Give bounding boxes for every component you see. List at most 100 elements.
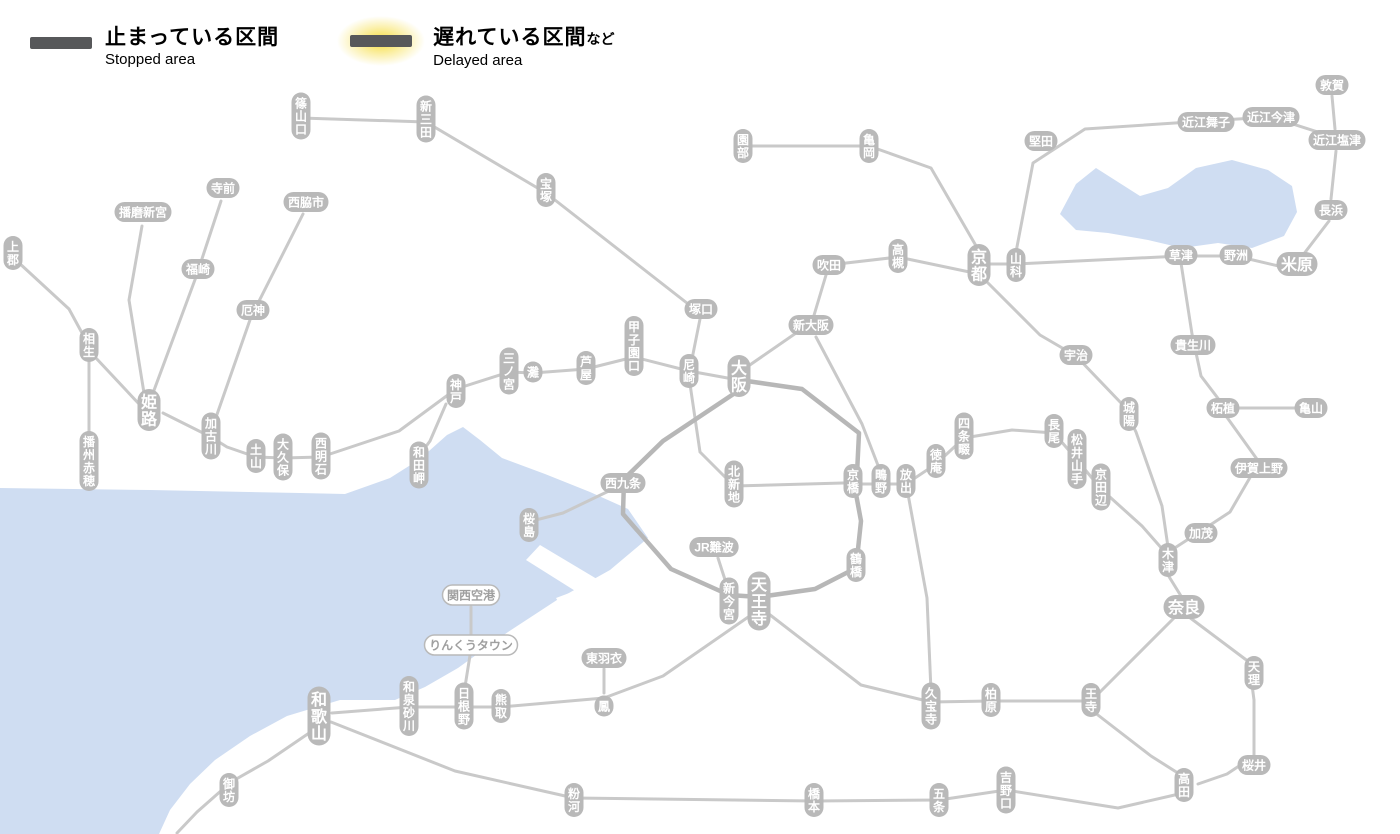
station-label: 厄神 [241,302,265,317]
station-pill: 京田辺 [1091,463,1111,511]
legend: 止まっている区間 Stopped area 遅れている区間など Delayed … [0,16,614,71]
station-label: 貴生川 [1175,337,1211,352]
station-pill: 新大阪 [788,315,834,335]
station-pill-bg [114,202,172,222]
station-label: 亀 [863,132,875,147]
station-pill: 宇治 [1059,345,1093,365]
station-label: 原 [985,700,997,714]
station-pill: 上郡 [3,236,23,270]
station-pill: 北新地 [724,460,744,508]
station-pill: りんくうタウン [423,634,519,656]
station-label: 石 [314,462,327,476]
station-pill: 西脇市 [283,192,329,212]
station-label: 久 [277,449,290,464]
station-label: 理 [1248,673,1260,687]
station-label: 天 [1248,660,1261,674]
station-label: 播磨新宮 [119,204,167,219]
station-pill: 三ノ宮 [499,347,519,395]
station-pill: 塚口 [684,299,718,319]
station-label: 岡 [863,146,875,160]
station-label: 野 [458,712,470,726]
station-label: 寺 [1085,699,1097,714]
station-pill-bg [594,695,614,717]
station-label: 篠 [295,95,308,110]
station-label: 和 [311,690,327,709]
station-pill: 鶴橋 [846,548,866,582]
station-pill: 亀岡 [859,129,879,163]
station-pill-bg [788,315,834,335]
station-pill-bg [747,571,771,631]
kizu-nara-line [1166,573,1183,598]
station-pill: 和田岬 [409,441,429,489]
station-label: 都 [970,264,987,283]
station-pill-bg [624,316,644,376]
station-pill: 五条 [929,783,949,817]
station-label: 口 [295,122,307,136]
station-pill-bg [236,300,270,320]
station-label: 近江塩津 [1313,132,1361,147]
station-label: 陽 [1123,414,1135,428]
station-label: 宝 [925,698,937,713]
station-label: 和 [402,679,415,694]
station-pill: 亀山 [1294,398,1328,418]
station-label: 城 [1123,400,1135,415]
station-label: 桜 [523,511,535,526]
station-pill: 敦賀 [1315,75,1349,95]
bay-land-strip [556,574,630,614]
station-pill: 長尾 [1044,414,1064,448]
station-label: 川 [204,442,217,456]
station-pill-bg [1164,245,1198,265]
station-pill: 東羽衣 [581,648,627,668]
station-pill: 西九条 [600,473,646,493]
station-label: 高 [892,242,904,257]
station-pill: 灘 [523,361,543,383]
station-pill: 鳳 [594,695,614,717]
station-pill: 野洲 [1219,245,1253,265]
station-label: 和 [412,444,425,459]
station-pill-bg [206,178,240,198]
station-label: 土 [250,442,262,457]
station-label: 柘植 [1210,400,1235,415]
delayed-label-main: 遅れている区間 [433,26,587,49]
legend-item-delayed: 遅れている区間など Delayed area [337,16,614,71]
station-label: 奈良 [1167,598,1200,617]
station-label: 鳳 [598,698,610,713]
station-pill-bg [1158,543,1178,577]
station-pill-bg [3,236,23,270]
station-label: 灘 [527,364,539,379]
station-pill: 放出 [896,464,916,498]
station-pill-bg [1294,398,1328,418]
station-pill-bg [291,92,311,140]
station-pill-bg [1206,398,1240,418]
station-label: 塚口 [689,302,713,316]
station-pill: 神戸 [446,374,466,408]
osaka-bay-water [0,427,648,834]
station-label: 吹田 [817,257,841,272]
station-label: 鶴 [850,551,862,566]
station-pill-bg [888,239,908,273]
station-label: 加 [204,415,217,430]
station-pill: 御坊 [219,773,239,807]
station-label: 宮 [503,376,515,391]
station-label: 島 [523,524,535,539]
station-label: 路 [141,409,158,428]
station-pill: 京橋 [843,464,863,498]
station-label: 松 [1071,432,1083,447]
station-label: 津 [1162,559,1174,574]
station-label: 条 [957,428,971,443]
station-label: 手 [1071,471,1083,486]
station-pill-bg [1237,755,1271,775]
station-label: 大 [277,436,289,451]
station-pill: 京都 [967,244,991,286]
station-pill: 日根野 [454,682,474,730]
station-pill: JR難波 [689,537,739,557]
station-pill-bg [1314,200,1348,220]
station-label: 子 [628,333,640,347]
station-pill: 桜井 [1237,755,1271,775]
station-label: 三 [503,351,515,365]
station-label: 穂 [83,473,95,488]
station-pill: 高槻 [888,239,908,273]
station-label: 尼 [683,358,695,372]
station-label: 古 [205,428,217,443]
station-label: 関西空港 [447,587,496,602]
